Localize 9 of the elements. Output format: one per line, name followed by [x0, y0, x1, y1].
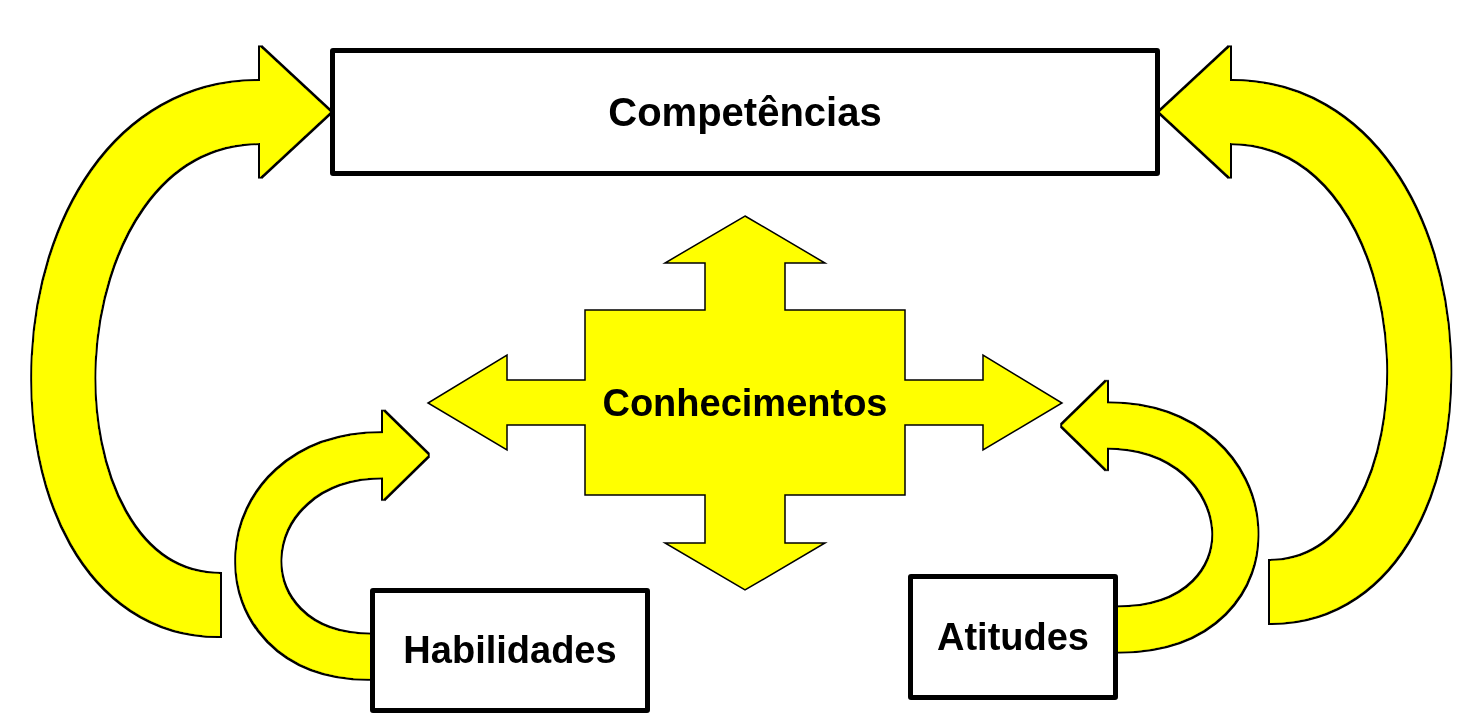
node-label: Conhecimentos [602, 381, 888, 425]
label-box [370, 588, 650, 713]
node-label: Competências [608, 89, 882, 135]
curved-arrow [1161, 47, 1450, 623]
label-box [908, 574, 1118, 700]
label-box [330, 48, 1160, 176]
node-label: Atitudes [937, 615, 1089, 659]
node-label: Habilidades [403, 629, 617, 672]
curved-arrow [32, 47, 329, 636]
